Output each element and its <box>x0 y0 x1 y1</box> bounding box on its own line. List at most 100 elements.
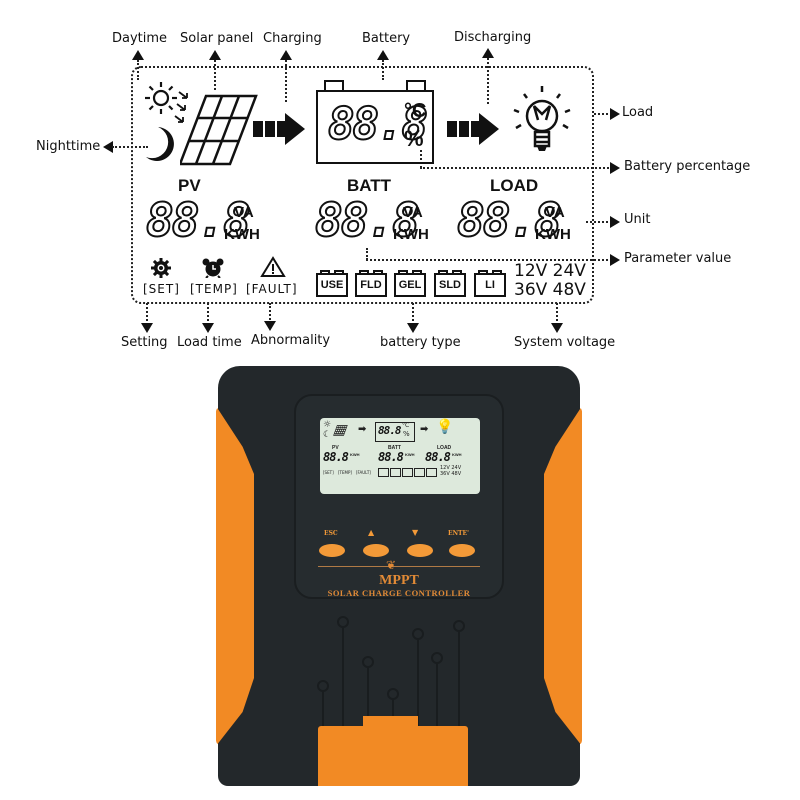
leader-battery <box>382 60 384 80</box>
callout-daytime: Daytime <box>112 31 168 46</box>
esc-button[interactable] <box>319 544 345 557</box>
lcd-batt-unit: KWH <box>405 452 415 457</box>
sun-icon <box>145 82 177 114</box>
lcd-charge-arrow-icon: ➡ <box>358 424 367 435</box>
terminal-cover[interactable] <box>318 726 468 786</box>
moon-icon <box>146 127 174 161</box>
batt-section: BATT 88.8 VA KWH <box>314 176 455 247</box>
lcd-battery-type-sld <box>414 468 425 477</box>
leader-solar-panel <box>214 60 216 90</box>
left-bumper <box>216 406 254 746</box>
right-bumper <box>544 406 582 746</box>
battery-terminal-pos <box>406 80 426 90</box>
trace-dot <box>337 616 349 628</box>
arrow-discharging <box>482 48 494 58</box>
brand-subtitle: SOLAR CHARGE CONTROLLER <box>327 588 471 598</box>
arrow-nighttime <box>103 141 113 153</box>
load-value: 88.8 <box>456 193 563 247</box>
arrow-system-voltage <box>551 323 563 333</box>
load-label: LOAD <box>490 176 539 195</box>
lcd-sun-icon: ☼ <box>323 420 332 430</box>
arrow-parameter-value <box>610 254 620 266</box>
callout-battery-percentage: Battery percentage <box>624 159 751 174</box>
lcd-battery-value: 88.8 <box>378 424 401 437</box>
batt-label: BATT <box>347 176 392 195</box>
lcd-bulb-icon: 💡 <box>436 419 454 435</box>
trace-dot <box>317 680 329 692</box>
callout-discharging: Discharging <box>454 30 532 45</box>
load-section: LOAD 88.8 VA KWH <box>456 176 597 247</box>
arrow-charging <box>280 50 292 60</box>
solar-panel-icon <box>180 94 258 166</box>
battery-type-use: USE <box>316 270 348 297</box>
battery-type-fld: FLD <box>355 270 387 297</box>
callout-parameter-value: Parameter value <box>624 251 732 266</box>
arrow-setting <box>141 323 153 333</box>
down-button[interactable] <box>407 544 433 557</box>
battery-type-label: FLD <box>360 279 382 291</box>
lcd-battery-type-use <box>378 468 389 477</box>
callout-setting: Setting <box>121 335 168 350</box>
lcd-moon-icon: ☾ <box>323 430 332 440</box>
leader-battery-type <box>412 303 414 325</box>
sunlight-arrows-icon <box>174 91 188 123</box>
load-unit-va: VA <box>545 204 565 221</box>
battery-type-sld: SLD <box>434 270 466 297</box>
up-button-label: ▲ <box>368 527 375 537</box>
enter-button-label: ENTE' <box>448 530 469 537</box>
light-bulb-icon <box>513 86 571 151</box>
trace-dot <box>431 652 443 664</box>
pv-unit-kwh: KWH <box>224 226 260 243</box>
lcd-batt-value: 88.8 <box>378 450 404 464</box>
callout-load: Load <box>622 105 654 120</box>
arrow-daytime <box>132 50 144 60</box>
callout-nighttime: Nighttime <box>36 139 101 154</box>
voltage-row-2: 36V 48V <box>514 280 586 300</box>
callout-charging: Charging <box>263 31 322 46</box>
trace-dot <box>387 688 399 700</box>
leader-abnormality <box>269 303 271 323</box>
lcd-set-label: [SET] <box>323 470 334 475</box>
trace <box>417 640 419 740</box>
arrow-unit <box>610 216 620 228</box>
lcd-outline <box>131 66 594 304</box>
batt-value: 88.8 <box>314 193 421 247</box>
trace <box>367 668 369 738</box>
battery-body <box>316 90 434 164</box>
ornament-icon: ❦ <box>386 558 397 572</box>
leader-charging <box>285 60 287 102</box>
fault-label: [FAULT] <box>246 282 298 296</box>
lcd-load-unit: KWH <box>452 452 462 457</box>
trace-dot <box>453 620 465 632</box>
enter-button[interactable] <box>449 544 475 557</box>
lcd-pv-value: 88.8 <box>323 450 349 464</box>
leader-setting <box>146 303 148 325</box>
solar-charge-controller-device: ☼ ☾ ▦ ➡ 88.8 °C % ➡ 💡 PV 88.8 KWH BATT 8… <box>216 366 582 786</box>
lcd-battery-type-li <box>426 468 437 477</box>
callout-solar-panel: Solar panel <box>180 31 254 46</box>
battery-type-li: LI <box>474 270 506 297</box>
battery-type-label: SLD <box>439 279 461 291</box>
batt-unit-va: VA <box>403 204 423 221</box>
arrow-abnormality <box>264 321 276 331</box>
pv-unit-va: VA <box>234 204 254 221</box>
arrow-load <box>610 108 620 120</box>
front-panel: ☼ ☾ ▦ ➡ 88.8 °C % ➡ 💡 PV 88.8 KWH BATT 8… <box>294 394 504 599</box>
trace-dot <box>412 628 424 640</box>
pv-label: PV <box>178 176 201 195</box>
callout-battery-type: battery type <box>380 335 461 350</box>
device-lcd-screen: ☼ ☾ ▦ ➡ 88.8 °C % ➡ 💡 PV 88.8 KWH BATT 8… <box>320 418 480 494</box>
load-unit-kwh: KWH <box>535 226 571 243</box>
battery-type-gel: GEL <box>394 270 426 297</box>
battery-value: 88.8 <box>327 99 429 151</box>
arrow-battery-percentage <box>610 162 620 174</box>
trace <box>322 692 324 742</box>
callout-system-voltage: System voltage <box>514 335 616 350</box>
arrow-battery <box>377 50 389 60</box>
lcd-batt-label: BATT <box>388 445 401 451</box>
esc-button-label: ESC <box>324 530 338 537</box>
leader-load <box>594 113 612 115</box>
pv-section: PV 88.8 VA KWH <box>145 176 286 247</box>
lcd-temp-label: [TEMP] <box>338 470 352 475</box>
up-button[interactable] <box>363 544 389 557</box>
